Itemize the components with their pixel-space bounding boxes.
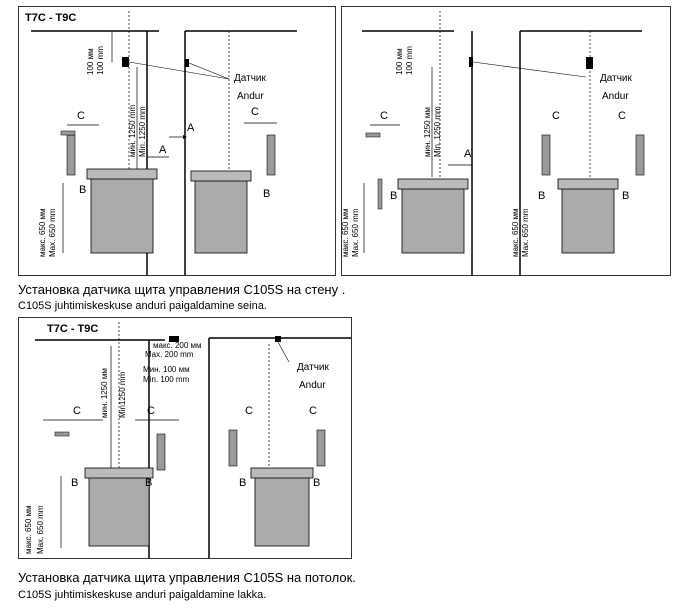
dim-650-ru: макс. 650 мм xyxy=(24,505,33,554)
label-c-3: C xyxy=(245,405,253,417)
dim-650-ru: макс. 650 мм xyxy=(342,208,350,257)
label-b-3: B xyxy=(239,477,246,489)
model-label: T7C - T9C xyxy=(25,12,76,24)
ceiling-mount-diagram: T7C - T9C Датчик Andur макс. 200 мм Max.… xyxy=(18,317,352,559)
label-a: A xyxy=(187,122,195,134)
sensor-icon-right xyxy=(586,57,593,69)
sensor-icon xyxy=(122,57,129,67)
dim-650-en-right: Max. 650 mm xyxy=(521,208,530,257)
dim-650-ru: макс. 650 мм xyxy=(38,208,47,257)
dim-1250-ru: мин. 1250 мм xyxy=(100,368,109,418)
control-unit-3 xyxy=(316,429,326,467)
control-unit-top xyxy=(60,130,76,136)
label-a: A xyxy=(464,148,472,160)
label-c-2: C xyxy=(552,110,560,122)
heater xyxy=(88,471,150,547)
control-unit xyxy=(541,134,551,176)
heater-top xyxy=(84,467,154,479)
label-b-2: B xyxy=(538,190,545,202)
dim-650-en: Max. 650 mm xyxy=(48,208,57,257)
control-unit-2 xyxy=(228,429,238,467)
sensor-label-ru: Датчик xyxy=(297,362,329,373)
control-unit-top xyxy=(365,132,381,138)
ceiling-caption-et: C105S juhtimiskeskuse anduri paigaldamin… xyxy=(18,589,267,601)
dim-1250-en: Min. 1250 mm xyxy=(138,106,147,157)
label-c: C xyxy=(380,110,388,122)
heater xyxy=(90,172,154,254)
dim-100-en: 100 mm xyxy=(96,46,105,75)
heater-right xyxy=(194,174,248,254)
wall-mount-right-svg: Датчик Andur 100 мм 100 mm мин. 1250 мм … xyxy=(341,11,645,275)
ceiling-caption-ru: Установка датчика щита управления C105S … xyxy=(18,570,356,585)
wall-mount-diagram-left: T7C - T9C Датчик Andur 100 мм 100 mm мин… xyxy=(18,6,336,276)
heater xyxy=(401,182,465,254)
label-b: B xyxy=(79,184,86,196)
dim-1250-ru: мин. 1250 мм xyxy=(423,107,432,157)
heater-right-top xyxy=(557,178,619,190)
dim-200-en: Max. 200 mm xyxy=(145,350,194,359)
wall-caption-et: C105S juhtimiskeskuse anduri paigaldamin… xyxy=(18,300,267,312)
sensor-label-et: Andur xyxy=(602,91,629,102)
label-c-2: C xyxy=(147,405,155,417)
sensor-label-ru: Датчик xyxy=(234,73,266,84)
label-b-2: B xyxy=(145,477,152,489)
wall-mount-diagram-right: Датчик Andur 100 мм 100 mm мин. 1250 мм … xyxy=(341,6,671,276)
sensor-icon xyxy=(469,57,473,67)
label-a-2: A xyxy=(159,144,167,156)
label-b-right: B xyxy=(263,188,270,200)
model-label: T7C - T9C xyxy=(47,323,98,335)
sensor-label-et: Andur xyxy=(299,380,326,391)
dim-650-ru-right: макс. 650 мм xyxy=(511,208,520,257)
dim-100-en: 100 mm xyxy=(405,46,414,75)
dim-100-ru: 100 мм xyxy=(395,48,404,75)
heater-top xyxy=(397,178,469,190)
dim-min100-ru: Мин. 100 мм xyxy=(143,365,190,374)
sensor-label-et: Andur xyxy=(237,91,264,102)
wall-caption-ru: Установка датчика щита управления C105S … xyxy=(18,282,346,297)
ceiling-mount-svg: T7C - T9C Датчик Andur макс. 200 мм Max.… xyxy=(24,322,351,558)
heater-right-top xyxy=(250,467,314,479)
sensor-leader xyxy=(277,341,290,363)
label-b-3: B xyxy=(622,190,629,202)
heater-top xyxy=(86,168,158,180)
control-unit xyxy=(66,134,76,176)
heater-right xyxy=(561,182,615,254)
label-b: B xyxy=(71,477,78,489)
control-unit-left xyxy=(377,178,383,210)
label-c: C xyxy=(73,405,81,417)
sensor-leader xyxy=(188,62,230,80)
dim-200-ru: макс. 200 мм xyxy=(153,341,202,350)
heater-right-top xyxy=(190,170,252,182)
sensor-leader xyxy=(128,61,230,80)
sensor-label-ru: Датчик xyxy=(600,73,632,84)
wall-mount-left-svg: T7C - T9C Датчик Andur 100 мм 100 mm мин… xyxy=(25,11,297,275)
label-c-4: C xyxy=(309,405,317,417)
dim-100-ru: 100 мм xyxy=(86,48,95,75)
label-c-3: C xyxy=(618,110,626,122)
label-b: B xyxy=(390,190,397,202)
label-b-4: B xyxy=(313,477,320,489)
sensor-leader xyxy=(472,61,587,78)
dim-1250-en: Min. 1250 mm xyxy=(433,106,442,157)
sensor-icon-right xyxy=(275,336,281,342)
control-unit-right xyxy=(635,134,645,176)
heater-right xyxy=(254,471,310,547)
dim-min100-en: Min. 100 mm xyxy=(143,375,190,384)
dim-1250-en: Min1250 mm xyxy=(118,371,127,418)
dim-1250-ru: мин. 1250 mm xyxy=(128,104,137,157)
sensor-icon-right xyxy=(185,59,189,67)
control-unit-top xyxy=(54,431,70,437)
control-unit-right xyxy=(266,134,276,176)
control-unit xyxy=(156,433,166,471)
dim-650-en: Max. 650 mm xyxy=(351,208,360,257)
label-c: C xyxy=(77,110,85,122)
dim-650-en: Max. 650 mm xyxy=(36,505,45,554)
sensor-icon xyxy=(169,336,179,342)
label-c-right: C xyxy=(251,106,259,118)
